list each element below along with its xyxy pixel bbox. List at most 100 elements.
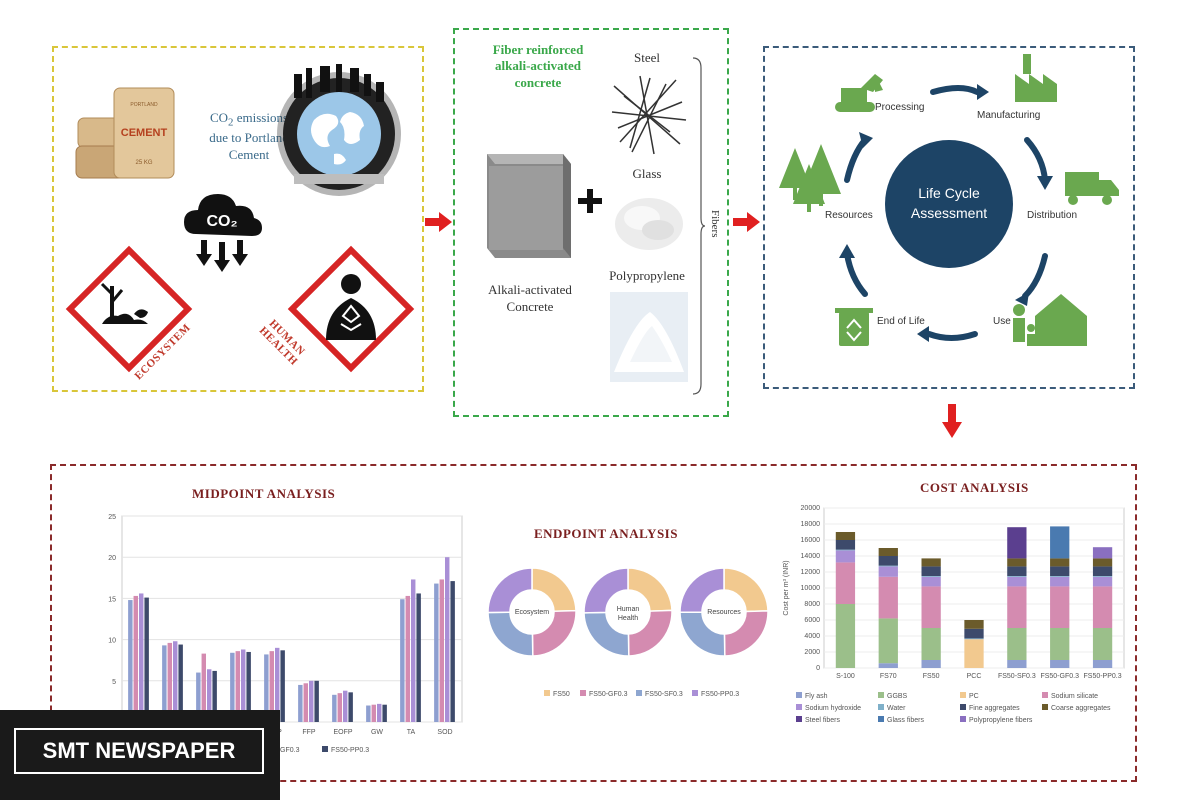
cost-ytick-label: 12000	[801, 569, 821, 576]
cost-bar-segment	[835, 604, 856, 668]
midpoint-bar	[382, 704, 387, 722]
cost-xtick-label: FS50-PP0.3	[1084, 673, 1122, 680]
endpoint-slice	[487, 567, 533, 614]
cost-legend-label: Fly ash	[805, 693, 828, 700]
midpoint-xtick-label: EOFP	[333, 729, 352, 736]
midpoint-ytick-label: 15	[108, 596, 116, 603]
svg-text:CEMENT: CEMENT	[121, 127, 168, 139]
endpoint-slice	[531, 609, 577, 657]
cost-legend-swatch	[960, 716, 966, 722]
cost-xtick-label: FS70	[880, 673, 897, 680]
midpoint-bar	[144, 597, 149, 722]
cost-bar-segment	[921, 660, 941, 668]
arrow-down-icon	[942, 404, 962, 438]
cost-xtick-label: S-100	[836, 673, 855, 680]
cost-ytick-label: 2000	[804, 649, 820, 656]
endpoint-legend-label: FS50-GF0.3	[589, 691, 628, 698]
cost-bar-segment	[1007, 576, 1027, 577]
glass-fibers-image	[615, 198, 683, 250]
cost-legend-swatch	[878, 704, 884, 710]
endpoint-analysis-title: ENDPOINT ANALYSIS	[534, 526, 678, 541]
cost-bar-segment	[1007, 576, 1027, 587]
title-line3: concrete	[514, 74, 562, 90]
caption-emissions: emissions	[233, 110, 289, 125]
cost-legend-swatch	[796, 692, 802, 698]
cost-bar-segment	[1050, 660, 1070, 668]
lca-panel: Life Cycle Assessment	[763, 46, 1135, 389]
cost-bar-segment	[1092, 547, 1113, 559]
midpoint-bar	[450, 581, 455, 722]
cost-bar-segment	[964, 620, 984, 629]
endpoint-legend-label: FS50-SF0.3	[645, 691, 683, 698]
emissions-panel: PORTLAND CEMENT 25 KG CO2 emissions due …	[52, 46, 424, 392]
svg-text:PORTLAND: PORTLAND	[130, 102, 158, 108]
cost-legend-label: GGBS	[887, 693, 908, 700]
concrete-cube-icon	[487, 154, 571, 258]
fiber-name-glass: Glass	[632, 166, 662, 181]
endpoint-slice	[679, 567, 725, 614]
cost-legend-label: Steel fibers	[805, 717, 841, 724]
midpoint-bar	[332, 694, 337, 722]
endpoint-legend-label: FS50-PP0.3	[701, 691, 739, 698]
cost-xtick-label: FS50-SF0.3	[998, 673, 1036, 680]
cost-bar-segment	[921, 628, 941, 660]
midpoint-ytick-label: 10	[108, 638, 116, 645]
cost-bar-segment	[1007, 586, 1027, 628]
svg-text:CO₂: CO₂	[206, 213, 237, 230]
co2-cloud-icon: CO₂	[184, 194, 262, 272]
cost-chart: 0200040006000800010000120001400016000180…	[783, 505, 1125, 724]
trees-icon	[779, 144, 841, 212]
cost-bar-segment	[1092, 586, 1113, 628]
endpoint-slice	[627, 567, 673, 612]
cost-bar-segment	[1007, 527, 1027, 559]
cost-legend-swatch	[1042, 704, 1048, 710]
cost-bar-segment	[1050, 566, 1070, 576]
cost-bar-segment	[1050, 586, 1070, 628]
fiber-concrete-title: Fiber reinforced alkali-activated concre…	[463, 42, 613, 91]
title-line1: Fiber reinforced	[492, 42, 584, 57]
cost-bar-segment	[1092, 576, 1113, 587]
cost-bar-segment	[1092, 576, 1113, 577]
cost-bar-segment	[1050, 576, 1070, 577]
cost-legend-label: Sodium silicate	[1051, 693, 1098, 700]
midpoint-bar	[366, 705, 371, 722]
co2-emissions-caption: CO2 emissions due to Portland Cement	[174, 110, 324, 163]
cost-bar-segment	[1092, 558, 1113, 567]
midpoint-bar	[314, 680, 319, 722]
midpoint-xtick-label: TA	[407, 729, 416, 736]
midpoint-chart: 0510152025METFETMEPTETFEPFFPEOFPGWTASODF…	[108, 514, 463, 754]
cost-bar-segment	[964, 638, 984, 640]
steel-fibers-image	[611, 75, 687, 155]
endpoint-donut-label: Resources	[707, 609, 741, 616]
cost-legend-label: Polypropylene fibers	[969, 717, 1033, 724]
lca-stage-resources: Resources	[825, 210, 873, 221]
cost-bar-segment	[1007, 566, 1027, 576]
cost-legend-swatch	[960, 704, 966, 710]
cost-bar-segment	[878, 576, 898, 619]
cost-legend-swatch	[796, 704, 802, 710]
cost-bar-segment	[1092, 660, 1113, 668]
brand-logo: SMT NEWSPAPER	[14, 728, 264, 774]
cost-bar-segment	[921, 576, 941, 577]
endpoint-donut-label: Human	[617, 606, 640, 613]
fibers-brace	[692, 57, 705, 395]
recycle-bin-icon	[835, 308, 873, 346]
lca-core-line2: Assessment	[910, 205, 988, 221]
caption-sub-2: 2	[228, 116, 234, 129]
endpoint-slice	[583, 567, 629, 614]
endpoint-slice	[723, 567, 769, 613]
cost-ytick-label: 6000	[804, 617, 820, 624]
midpoint-legend-label: FS50-PP0.3	[331, 747, 369, 754]
midpoint-xtick-label: SOD	[437, 729, 452, 736]
cost-bar-segment	[1050, 628, 1070, 660]
midpoint-bar	[246, 651, 251, 722]
cost-legend-swatch	[878, 716, 884, 722]
midpoint-bar	[343, 690, 348, 722]
ecosystem-hazard-icon	[65, 245, 193, 373]
midpoint-bar	[298, 684, 303, 722]
cost-ytick-label: 0	[816, 665, 820, 672]
plus-icon	[578, 189, 602, 213]
cost-legend-label: PC	[969, 693, 979, 700]
midpoint-bar	[411, 579, 416, 722]
